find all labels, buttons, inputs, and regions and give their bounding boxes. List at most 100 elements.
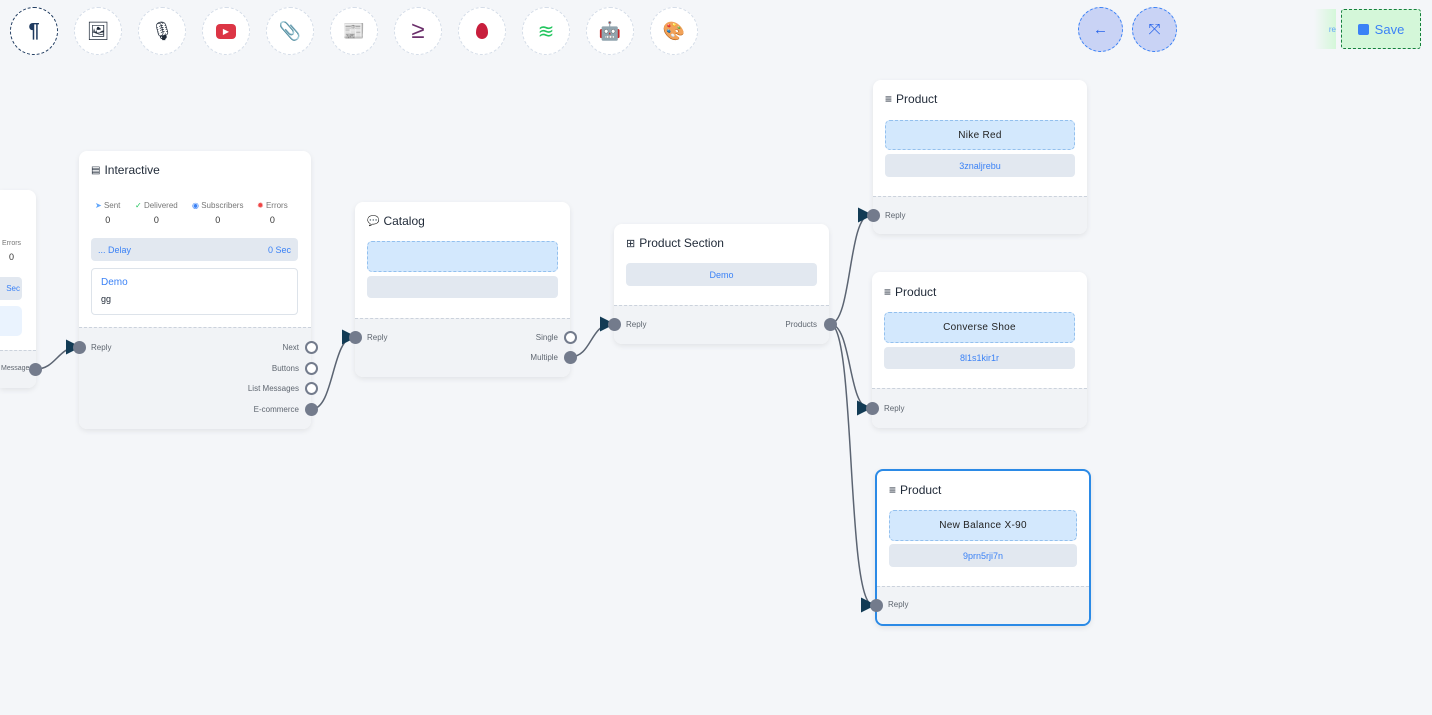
input-handle[interactable] [870, 599, 883, 612]
stat-value: 0 [215, 215, 221, 225]
paper-plane-icon: ➤ [95, 201, 102, 210]
output-label-single: Single [535, 333, 558, 342]
output-handle-list-messages[interactable] [305, 382, 318, 395]
paragraph-tool-button[interactable]: ¶ [10, 7, 58, 55]
product-name-box[interactable]: Converse Shoe [884, 312, 1075, 343]
bars-icon: ≡ [885, 92, 893, 106]
node-footer: Reply [873, 196, 1087, 234]
input-handle[interactable] [608, 318, 621, 331]
input-handle[interactable] [866, 402, 879, 415]
section-item-box[interactable]: Demo [626, 263, 817, 286]
save-button[interactable]: Save [1341, 9, 1421, 49]
node-title-text: Catalog [383, 214, 425, 228]
output-label-next: Next [282, 343, 299, 352]
stat-value: 0 [105, 215, 111, 225]
catalog-item-box[interactable] [367, 241, 558, 272]
message-title: Demo [101, 277, 128, 288]
image-icon: 🖼 [86, 20, 110, 41]
condition-tool-button[interactable]: ≥ [394, 7, 442, 55]
message-box[interactable] [0, 306, 22, 336]
save-label: Save [1374, 21, 1405, 37]
image-tool-button[interactable]: 🖼 [74, 7, 122, 55]
node-footer: Reply Products [614, 305, 829, 344]
output-handle-next[interactable] [305, 341, 318, 354]
node-title-text: Product [900, 483, 942, 497]
newspaper-icon: 📰 [342, 20, 366, 41]
output-handle-ecommerce[interactable] [305, 403, 318, 416]
bars-icon: ≡ [884, 285, 892, 299]
audio-tool-button[interactable]: 🎙 [138, 7, 186, 55]
product-id-box[interactable]: 9prn5rji7n [889, 544, 1077, 567]
table-icon: ⊞ [626, 237, 636, 250]
output-handle-products[interactable] [824, 318, 837, 331]
bot-tool-button[interactable]: 🤖 [586, 7, 634, 55]
product-name-box[interactable]: New Balance X-90 [889, 510, 1077, 541]
input-handle[interactable] [867, 209, 880, 222]
product-name: New Balance X-90 [939, 520, 1027, 531]
back-button[interactable]: ← [1078, 7, 1123, 52]
product-node[interactable]: ≡Product Converse Shoe 8l1s1kir1r Reply [866, 272, 1087, 428]
product-node-selected[interactable]: ≡Product New Balance X-90 9prn5rji7n Rep… [870, 469, 1091, 626]
product-node[interactable]: ≡Product Nike Red 3znaljrebu Reply [867, 80, 1087, 234]
output-handle-single[interactable] [564, 331, 577, 344]
delay-value: 0 Sec [267, 244, 291, 255]
product-id-box[interactable]: 3znaljrebu [885, 154, 1075, 177]
paragraph-icon: ¶ [28, 19, 40, 42]
output-label-buttons: Buttons [271, 364, 299, 373]
video-tool-button[interactable]: ▶ [202, 7, 250, 55]
delay-bar[interactable]: Sec [0, 277, 22, 300]
compress-icon: ⤧ [1148, 21, 1161, 38]
input-handle[interactable] [73, 341, 86, 354]
delay-value: Sec [6, 284, 20, 293]
output-label-multiple: Multiple [530, 353, 558, 362]
stat-label: Sent [103, 201, 121, 210]
file-tool-button[interactable]: 📎 [266, 7, 314, 55]
fading-button-label: re [1328, 24, 1336, 34]
catalog-node[interactable]: 💬Catalog Reply Single Multiple [349, 202, 577, 377]
stat-value: 0 [153, 215, 159, 225]
product-section-node[interactable]: ⊞Product Section Demo Reply Products [608, 224, 837, 344]
product-name-box[interactable]: Nike Red [885, 120, 1075, 150]
output-handle-multiple[interactable] [564, 351, 577, 364]
fading-button: re [1314, 9, 1336, 49]
product-name: Converse Shoe [943, 322, 1016, 333]
interactive-tool-button[interactable]: 📰 [330, 7, 378, 55]
product-id: 3znaljrebu [959, 160, 1001, 171]
node-title-text: Product Section [639, 236, 724, 250]
drop-tool-button[interactable] [458, 7, 506, 55]
node-title-text: Product [896, 92, 938, 106]
input-label: Reply [626, 320, 647, 329]
input-label: Reply [91, 343, 112, 352]
comment-dots-icon: 💬 [367, 215, 380, 227]
output-handle[interactable] [29, 363, 42, 376]
input-handle[interactable] [349, 331, 362, 344]
palette-icon: 🎨 [662, 20, 686, 41]
product-id-box[interactable]: 8l1s1kir1r [884, 347, 1075, 369]
node-footer: Message [0, 350, 36, 388]
palette-tool-button[interactable]: 🎨 [650, 7, 698, 55]
node-footer: Reply [877, 586, 1089, 624]
node-title: ≡Product [889, 483, 941, 497]
output-handle-buttons[interactable] [305, 362, 318, 375]
message-box[interactable]: Demo gg [91, 268, 298, 315]
droplet-icon [476, 23, 488, 39]
paperclip-icon: 📎 [278, 20, 302, 41]
node-footer: Reply [872, 388, 1087, 428]
fit-view-button[interactable]: ⤧ [1132, 7, 1177, 52]
output-label: Message [1, 365, 30, 372]
stat-value: 0 [9, 252, 15, 262]
node-footer: Reply Single Multiple [355, 318, 570, 377]
catalog-id-box[interactable] [367, 276, 558, 298]
edge-products-to-product-2 [829, 323, 872, 416]
node-title: ≡Product [885, 92, 937, 106]
edge-multiple-to-product-section [569, 316, 615, 358]
greater-equal-icon: ≥ [411, 17, 425, 44]
stack-tool-button[interactable]: ≋ [522, 7, 570, 55]
